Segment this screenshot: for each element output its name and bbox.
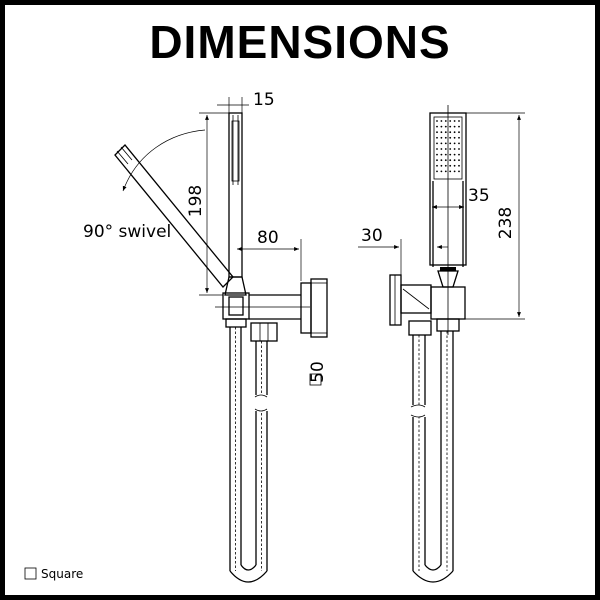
- front-hose-nut: [436, 318, 460, 332]
- spray-nozzle-dot: [440, 148, 443, 150]
- vertical-handset: [224, 112, 247, 296]
- spray-nozzle-dot: [436, 148, 438, 150]
- spray-nozzle-dot: [458, 148, 460, 150]
- dim-handle-depth: 35: [429, 186, 490, 213]
- spray-nozzle-dot: [453, 131, 456, 134]
- spray-nozzle-dot: [436, 170, 438, 173]
- dim-handle-length-label: 198: [186, 185, 206, 217]
- dim-overall-height: 238: [459, 112, 525, 320]
- legend-label: Square: [41, 567, 83, 581]
- spray-nozzle-dot: [440, 142, 443, 145]
- spray-nozzle-dot: [444, 159, 447, 162]
- spray-nozzle-dot: [458, 142, 460, 145]
- spray-nozzle-dot: [449, 120, 452, 122]
- spray-nozzle-dot: [449, 136, 452, 139]
- dim-offset-label: 30: [361, 226, 383, 246]
- side-hose: [229, 327, 270, 583]
- spray-nozzle-dot: [449, 164, 452, 167]
- spray-nozzle-dot: [436, 164, 438, 167]
- spray-nozzle-dot: [444, 153, 447, 156]
- spray-nozzle-dot: [440, 153, 443, 156]
- spray-nozzle-dot: [444, 120, 447, 122]
- spray-nozzles: [436, 120, 460, 173]
- spray-nozzle-dot: [444, 148, 447, 150]
- spray-nozzle-dot: [453, 148, 456, 150]
- spray-nozzle-dot: [453, 164, 456, 167]
- spray-nozzle-dot: [436, 142, 438, 145]
- front-hose-nut: [408, 320, 432, 336]
- dim-handle-length: 198: [186, 112, 229, 296]
- dim-projection: 80: [237, 228, 302, 281]
- spray-nozzle-dot: [453, 170, 456, 173]
- holder-joint: [215, 292, 310, 320]
- spray-nozzle-dot: [453, 153, 456, 156]
- spray-nozzle-dot: [453, 136, 456, 139]
- front-view: 35 238 30: [358, 105, 525, 583]
- spray-nozzle-dot: [436, 159, 438, 162]
- spray-nozzle-dot: [436, 153, 438, 156]
- spray-nozzle-dot: [453, 125, 456, 128]
- spray-nozzle-dot: [449, 142, 452, 145]
- dim-overall-height-label: 238: [496, 207, 516, 239]
- spray-nozzle-dot: [444, 131, 447, 134]
- spray-nozzle-dot: [453, 142, 456, 145]
- front-handset: [429, 105, 467, 335]
- wall-plate: [300, 278, 328, 338]
- front-bracket: [389, 274, 432, 326]
- dim-offset: 30: [358, 226, 448, 285]
- swivel-label: 90° swivel: [83, 222, 171, 242]
- spray-nozzle-dot: [458, 153, 460, 156]
- spray-nozzle-dot: [440, 170, 443, 173]
- dim-handle-depth-label: 35: [468, 186, 490, 206]
- spray-nozzle-dot: [440, 164, 443, 167]
- spray-nozzle-dot: [449, 125, 452, 128]
- spray-nozzle-dot: [458, 164, 460, 167]
- dim-handle-width: 15: [217, 90, 275, 113]
- spray-nozzle-dot: [449, 153, 452, 156]
- spray-nozzle-dot: [449, 159, 452, 162]
- spray-nozzle-dot: [453, 120, 456, 122]
- spray-nozzle-dot: [453, 159, 456, 162]
- dim-projection-label: 80: [257, 228, 279, 248]
- spray-nozzle-dot: [440, 131, 443, 134]
- dim-bracket-size: 50: [308, 361, 328, 386]
- spray-nozzle-dot: [444, 136, 447, 139]
- spray-nozzle-dot: [458, 170, 460, 173]
- spray-nozzle-dot: [449, 131, 452, 134]
- dim-handle-width-label: 15: [253, 90, 275, 110]
- front-hose: [407, 331, 454, 583]
- dim-bracket-size-label: 50: [308, 361, 328, 383]
- spray-nozzle-dot: [458, 159, 460, 162]
- tilted-handset: [114, 144, 234, 288]
- spray-nozzle-dot: [440, 136, 443, 139]
- spray-nozzle-dot: [458, 125, 460, 128]
- spray-nozzle-dot: [440, 125, 443, 128]
- spray-nozzle-dot: [449, 148, 452, 150]
- spray-nozzle-dot: [444, 170, 447, 173]
- side-view: 15 198 80 90° swivel 50: [83, 90, 328, 583]
- spray-nozzle-dot: [458, 120, 460, 122]
- spray-nozzle-dot: [444, 125, 447, 128]
- page-title: DIMENSIONS: [149, 16, 451, 68]
- spray-nozzle-dot: [444, 142, 447, 145]
- swivel-arc: [122, 129, 206, 192]
- spray-nozzle-dot: [436, 120, 438, 122]
- legend: Square: [24, 567, 83, 581]
- dimension-drawing: 15 198 80 90° swivel 50: [24, 90, 525, 583]
- spray-nozzle-dot: [458, 131, 460, 134]
- square-symbol-icon: [24, 567, 37, 580]
- spray-nozzle-dot: [436, 131, 438, 134]
- spray-nozzle-dot: [444, 164, 447, 167]
- spray-nozzle-dot: [458, 136, 460, 139]
- spray-nozzle-dot: [440, 159, 443, 162]
- hose-nut: [225, 318, 278, 342]
- spray-nozzle-dot: [436, 136, 438, 139]
- spray-nozzle-dot: [449, 170, 452, 173]
- spray-nozzle-dot: [440, 120, 443, 122]
- spray-nozzle-dot: [436, 125, 438, 128]
